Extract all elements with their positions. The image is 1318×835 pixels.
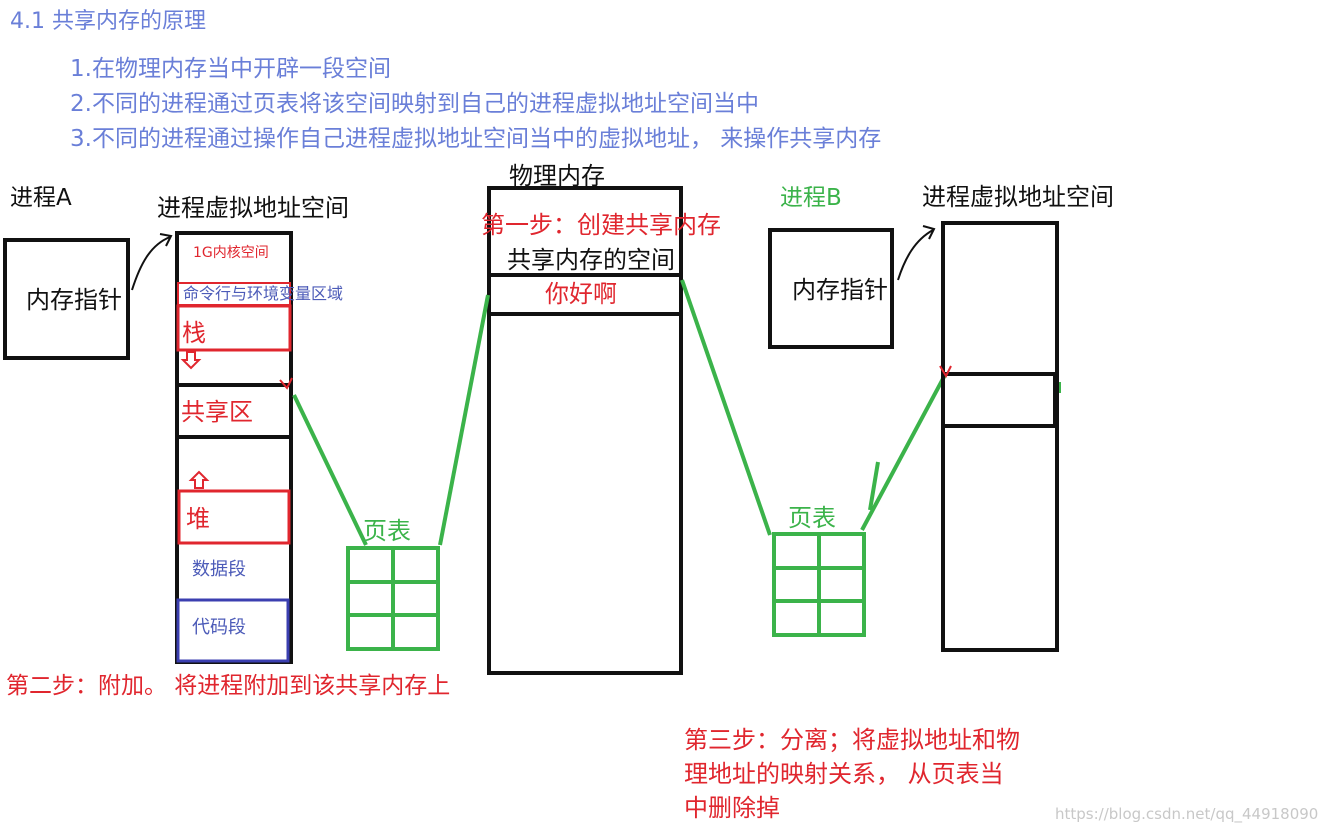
- step-item-1: 1.在物理内存当中开辟一段空间: [70, 56, 391, 82]
- watermark-text: https://blog.csdn.net/qq_44918090: [1055, 805, 1318, 823]
- process-a-pointer-label: 内存指针: [26, 286, 122, 314]
- step-1-label: 第一步：创建共享内存: [481, 211, 721, 239]
- stack-segment-box: [176, 304, 292, 352]
- code-segment-label: 代码段: [192, 617, 246, 638]
- process-b-vas-title: 进程虚拟地址空间: [922, 183, 1114, 211]
- code-segment-box: [176, 598, 290, 663]
- process-b-shared-box: [941, 372, 1057, 428]
- step-item-2: 2.不同的进程通过页表将该空间映射到自己的进程虚拟地址空间当中: [70, 91, 759, 117]
- process-b-arrowhead: [922, 225, 936, 240]
- shm-space-label: 共享内存的空间: [507, 246, 675, 274]
- step-3-line-2: 理地址的映射关系， 从页表当: [684, 760, 1004, 788]
- heap-segment-label: 堆: [186, 505, 210, 533]
- shared-segment-box: [175, 383, 293, 439]
- kernel-segment-label: 1G内核空间: [193, 245, 269, 261]
- page-table-left-label: 页表: [363, 517, 411, 545]
- shared-mark-icon: [279, 377, 293, 390]
- stack-down-arrow-icon: [180, 351, 202, 370]
- env-segment-label: 命令行与环境变量区域: [183, 284, 344, 303]
- shm-content-text: 你好啊: [545, 280, 617, 308]
- data-segment-label: 数据段: [192, 559, 246, 580]
- physical-memory-title: 物理内存: [509, 162, 605, 190]
- process-a-arrowhead: [159, 233, 173, 247]
- process-a-box: [3, 238, 130, 360]
- step-2-label: 第二步：附加。 将进程附加到该共享内存上: [6, 673, 451, 699]
- page-table-right-label: 页表: [788, 504, 836, 532]
- step-3-line-1: 第三步：分离；将虚拟地址和物: [684, 726, 1020, 754]
- process-b-arrow: [897, 229, 934, 281]
- page-table-right-grid: [772, 532, 866, 637]
- process-b-vas-box: [941, 221, 1059, 652]
- shared-segment-label: 共享区: [181, 398, 253, 426]
- process-b-pointer-label: 内存指针: [792, 276, 888, 304]
- page-title: 4.1 共享内存的原理: [10, 9, 206, 34]
- process-b-mark-icon: [939, 365, 952, 379]
- heap-segment-box: [177, 489, 291, 545]
- page-table-left-grid: [346, 546, 440, 651]
- process-a-arrow: [131, 236, 171, 291]
- step-3-line-3: 中删除掉: [684, 794, 780, 822]
- step-item-3: 3.不同的进程通过操作自己进程虚拟地址空间当中的虚拟地址， 来操作共享内存: [70, 126, 882, 152]
- heap-up-arrow-icon: [188, 470, 210, 489]
- mapping-lines: [292, 279, 947, 546]
- process-a-label: 进程A: [10, 185, 72, 211]
- process-a-vas-title: 进程虚拟地址空间: [157, 194, 349, 222]
- process-b-box: [768, 228, 894, 349]
- process-b-label: 进程B: [780, 185, 842, 211]
- stack-segment-label: 栈: [182, 319, 206, 347]
- physical-memory-box: [487, 186, 683, 675]
